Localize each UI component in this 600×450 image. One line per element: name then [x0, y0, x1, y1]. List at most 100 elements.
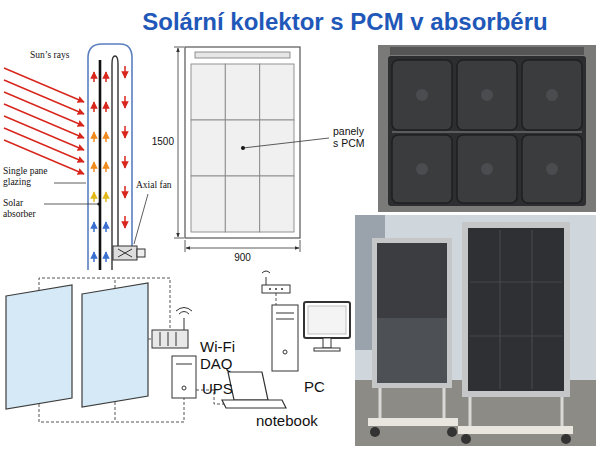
extension-line [300, 240, 301, 252]
flow-arrow [124, 96, 126, 108]
extension-line [174, 47, 184, 48]
collector-panel [6, 285, 72, 409]
pcm-panel [191, 120, 225, 176]
pc-tower [272, 305, 298, 371]
leader-line [54, 183, 86, 184]
pcm-panel [191, 176, 225, 232]
ups-detail [182, 386, 186, 390]
pcm-panel [225, 64, 259, 120]
router-led [269, 288, 271, 290]
pcm-panel [260, 120, 294, 176]
photo-dimple [416, 89, 428, 101]
router-led [281, 288, 283, 290]
slide-title: Solární kolektor s PCM v absorbéru [142, 8, 547, 36]
device-label: Wi-Fi DAQ [200, 338, 246, 373]
wifi-wave [176, 308, 192, 312]
photo-collector-frame [372, 238, 452, 388]
pcm-panel-grid [191, 64, 294, 232]
monitor-base [314, 348, 340, 351]
fan-blade [118, 249, 132, 257]
sensor-wire [39, 398, 184, 422]
flow-arrow [105, 252, 107, 262]
flow-arrow [93, 192, 95, 202]
notebook-screen [228, 372, 268, 400]
leader-dot [97, 202, 100, 205]
photo-cart [458, 426, 573, 434]
flow-arrow [93, 252, 95, 262]
air-flow-down [124, 66, 126, 228]
wifi-wave [262, 271, 270, 273]
photo-dimple [481, 163, 493, 175]
pc-drive [276, 319, 294, 320]
device-label: PC [304, 378, 325, 395]
figure-label: Axial fan [136, 180, 172, 191]
photo-panel [392, 135, 452, 203]
pc-monitor [304, 302, 350, 338]
axial-fan [113, 246, 137, 260]
flow-arrow [93, 132, 95, 142]
photo-wheel [461, 434, 471, 444]
daq-module [176, 332, 177, 346]
pc-button [283, 350, 287, 354]
photo-dimple [481, 89, 493, 101]
flow-arrow [124, 156, 126, 168]
photo-panel [457, 60, 517, 130]
flow-arrow [124, 186, 126, 198]
wifi-antenna [266, 277, 267, 285]
network-wire [276, 293, 277, 305]
device-label: notebook [256, 412, 318, 429]
dimension-line [186, 248, 299, 249]
flow-arrow [105, 222, 107, 232]
callout-label: panely s PCM [333, 125, 369, 149]
flow-arrow [93, 102, 95, 112]
photo-wheel [561, 434, 571, 444]
photo-grid-line [470, 335, 562, 336]
photo-stand [379, 388, 382, 420]
pcm-panel [225, 176, 259, 232]
photo-grid-line [531, 230, 532, 389]
photo-dimple [416, 163, 428, 175]
pcm-panel [260, 64, 294, 120]
photo-frame [390, 47, 584, 55]
photo-wheel [447, 427, 457, 437]
wifi-router [262, 285, 290, 293]
top-strip [195, 52, 290, 58]
photo-reflection [377, 318, 447, 383]
router-led [275, 288, 277, 290]
absorber-line [99, 60, 102, 270]
photo-collector [468, 228, 564, 391]
fan-outlet [137, 249, 145, 257]
photo-collector-frame [462, 222, 570, 397]
figure-label: Single pane glazing [3, 166, 53, 188]
flow-arrow [105, 132, 107, 142]
fan-blade [118, 249, 132, 257]
air-flow-up [94, 72, 106, 262]
figure-label: Solar absorber [3, 198, 43, 220]
monitor-screen [308, 306, 346, 334]
daq-module [160, 332, 161, 346]
dimension-line [178, 48, 179, 237]
pc-drive [276, 313, 294, 314]
pcm-panel [191, 64, 225, 120]
photo-cart [368, 418, 458, 426]
photo-panel [457, 135, 517, 203]
dimension-label: 900 [234, 252, 251, 264]
notebook-base [222, 400, 286, 408]
photo-wheel [370, 427, 380, 437]
photo-panel [392, 60, 452, 130]
back-wall [112, 56, 118, 270]
flow-arrow [124, 216, 126, 228]
daq-module [168, 332, 169, 346]
photo-pipe [392, 131, 582, 133]
photo-stand [561, 397, 564, 428]
glazing-line [88, 44, 132, 270]
flow-arrow [93, 162, 95, 172]
flow-arrow [93, 222, 95, 232]
pcm-panel [260, 176, 294, 232]
flow-arrow [124, 66, 126, 78]
leader-line [134, 194, 148, 244]
wifi-wave [179, 312, 189, 315]
photo-collector [377, 243, 447, 383]
flow-arrow [105, 102, 107, 112]
